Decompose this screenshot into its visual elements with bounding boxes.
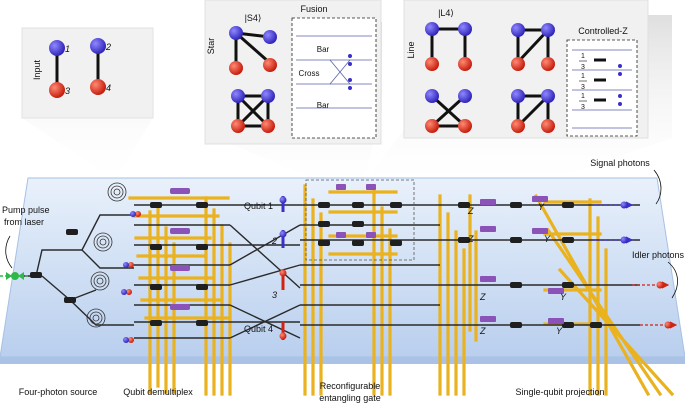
- panel-line: Line |L4⟩ Controlled-Z: [403, 0, 649, 139]
- single-qubit-projection-label: Single-qubit projection: [515, 387, 604, 397]
- y-gate-label-2: Y: [544, 234, 551, 244]
- fusion-bar-top: Bar: [317, 45, 330, 54]
- input-node-1: [49, 40, 65, 56]
- fusion-title: Fusion: [300, 4, 327, 14]
- z-gate-label-1: Z: [467, 206, 474, 216]
- electrode-traces: [128, 184, 675, 397]
- chip-slab: [0, 177, 685, 364]
- z-gate-label-3: Z: [479, 292, 486, 302]
- star-state-label: |S4⟩: [245, 13, 262, 23]
- line-state-label: |L4⟩: [438, 8, 454, 18]
- chip-labels: Qubit 1 2 3 Qubit 4 Z Z Z Z Y Y Y Y: [244, 201, 567, 336]
- qubit-4-label: Qubit 4: [244, 324, 273, 334]
- gate-highlight-box: [305, 179, 415, 261]
- input-number-1: 1: [65, 44, 70, 54]
- qubit-demultiplex-label: Qubit demultiplex: [123, 387, 193, 397]
- reconfigurable-gate-label-2: entangling gate: [319, 393, 381, 403]
- cz-fraction-1-den: 3: [581, 64, 585, 71]
- reconfigurable-gate-label-1: Reconfigurable: [320, 381, 381, 391]
- line-title: Line: [406, 41, 416, 58]
- input-number-2: 2: [105, 42, 111, 52]
- input-node-2: [90, 38, 106, 54]
- star-title: Star: [206, 38, 216, 55]
- output-photons: [594, 201, 678, 329]
- input-panel-title: Input: [32, 59, 42, 80]
- callout-lines: [5, 169, 678, 299]
- y-gate-label-4: Y: [556, 326, 563, 336]
- cz-fraction-2-den: 3: [581, 84, 585, 91]
- qubit-2-label: 2: [271, 236, 277, 246]
- y-gate-label-1: Y: [538, 202, 545, 212]
- pump-input: [0, 272, 30, 280]
- outside-labels: Pump pulse from laser Signal photons Idl…: [2, 158, 685, 403]
- input-number-3: 3: [65, 86, 70, 96]
- z-gate-label-4: Z: [479, 326, 486, 336]
- four-photon-source-label: Four-photon source: [19, 387, 98, 397]
- y-gate-label-3: Y: [560, 292, 567, 302]
- qubit-3-label: 3: [272, 290, 277, 300]
- qubit-markers: [279, 196, 287, 340]
- phase-shifters: [170, 184, 564, 324]
- idler-photons-label: Idler photons: [632, 250, 685, 260]
- couplers: [30, 202, 602, 328]
- cz-fraction-3-num: 1: [581, 93, 585, 100]
- z-gate-label-2: Z: [467, 234, 474, 244]
- photon-pairs: [121, 211, 141, 343]
- cz-fraction-3-den: 3: [581, 104, 585, 111]
- input-node-4: [90, 79, 106, 95]
- spiral-sources: [86, 182, 127, 328]
- fusion-cross: Cross: [299, 69, 320, 78]
- input-number-4: 4: [106, 83, 111, 93]
- panel-star: Star |S4⟩ Fusion Bar Cross Bar: [204, 0, 382, 145]
- fusion-bar-bottom: Bar: [317, 101, 330, 110]
- cz-fraction-2-num: 1: [581, 73, 585, 80]
- cz-fraction-1-num: 1: [581, 53, 585, 60]
- controlled-z-title: Controlled-Z: [578, 26, 628, 36]
- input-node-3: [49, 82, 65, 98]
- pump-label-line-2: from laser: [4, 217, 44, 227]
- qubit-1-label: Qubit 1: [244, 201, 273, 211]
- panel-input: Input 1 3 2 4: [21, 27, 154, 119]
- pump-label-line-1: Pump pulse: [2, 205, 50, 215]
- signal-photons-label: Signal photons: [590, 158, 650, 168]
